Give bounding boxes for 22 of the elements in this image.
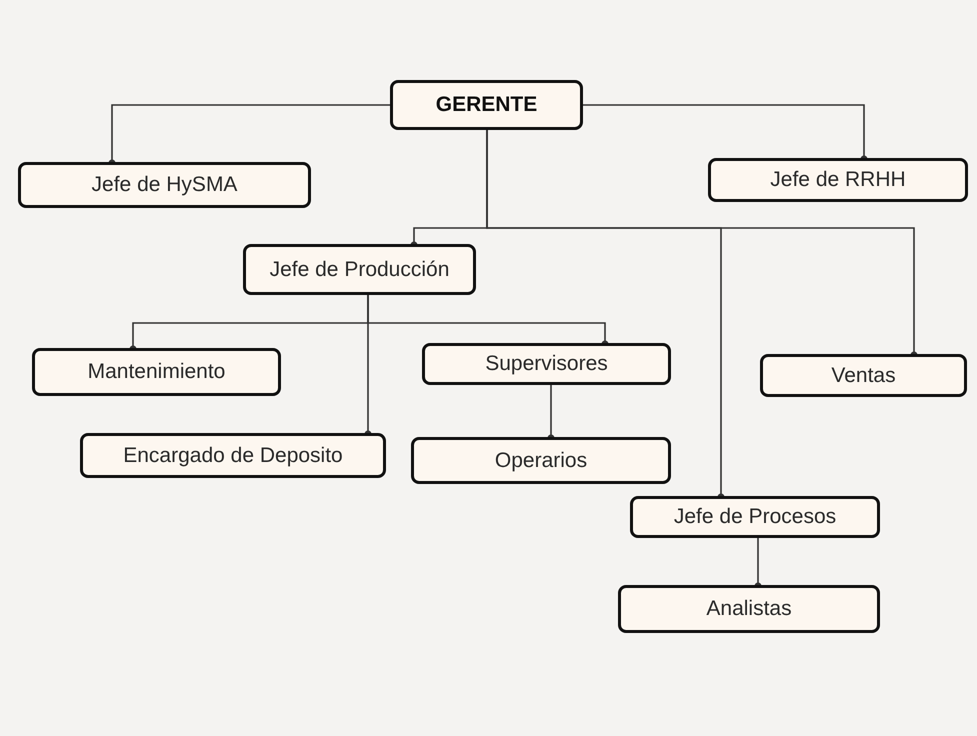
role-label: Encargado de Deposito	[123, 444, 343, 468]
role-label: Jefe de Producción	[270, 258, 450, 282]
org-box	[708, 158, 968, 202]
role-label: Mantenimiento	[88, 360, 226, 384]
role-label: Supervisores	[485, 352, 608, 376]
org-box	[80, 433, 386, 478]
org-box	[630, 496, 880, 538]
role-label: Jefe de RRHH	[770, 168, 906, 192]
org-box	[243, 244, 476, 295]
org-box	[411, 437, 671, 484]
org-box	[390, 80, 583, 130]
org-box	[32, 348, 281, 396]
role-label: GERENTE	[436, 93, 538, 117]
role-label: Operarios	[494, 448, 588, 472]
org-box	[18, 162, 311, 208]
role-label: Jefe de Procesos	[674, 505, 836, 529]
org-box	[422, 343, 671, 385]
role-label: Analistas	[706, 597, 792, 621]
org-box	[760, 354, 967, 397]
role-label: Jefe de HySMA	[92, 173, 238, 197]
org-box	[618, 585, 880, 633]
role-label: Ventas	[831, 364, 896, 388]
